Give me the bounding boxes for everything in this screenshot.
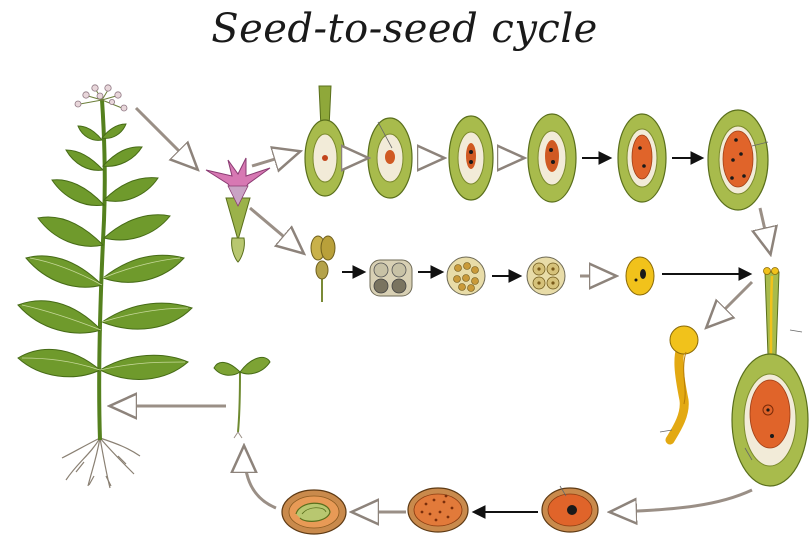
ovule-stage-4 [528,114,576,202]
seed-stage-3 [282,490,346,534]
arrow-pistil-to-seed [612,490,752,512]
ovule-stage-2 [368,118,412,198]
anther-icon [311,236,335,302]
ovule-stage-3 [449,116,493,200]
pollen-tube-icon [660,326,698,440]
tobacco-plant-icon [18,85,192,488]
tetrad-icon [447,257,485,295]
ovule-stage-1 [305,86,345,196]
arrow-seed-to-seedling [244,448,276,508]
ovule-stage-5 [618,114,666,202]
arrow-pollen-to-tube [708,282,752,326]
pollen-mother-cells-icon [370,260,412,296]
tetrad-icon [527,257,565,295]
ovule-stage-6 [708,110,768,210]
flower-icon [206,158,270,262]
pollen-grain-icon [626,257,654,295]
seed-stage-1 [542,486,598,532]
pollen-development-icon [311,236,698,440]
ovule-development-icon [305,86,768,210]
root-icon [62,438,140,488]
seed-stage-2 [408,488,468,532]
pistil-fertilization-icon [732,268,808,487]
arrow-flower-to-anther [250,208,302,252]
seedling-icon [214,357,270,438]
cycle-arrows [112,108,770,512]
arrow-plant-to-flower [136,108,196,168]
arrow-ovule-to-pistil [760,208,770,252]
seed-development-icon [282,486,598,534]
arrow-flower-to-ovule [252,152,298,166]
